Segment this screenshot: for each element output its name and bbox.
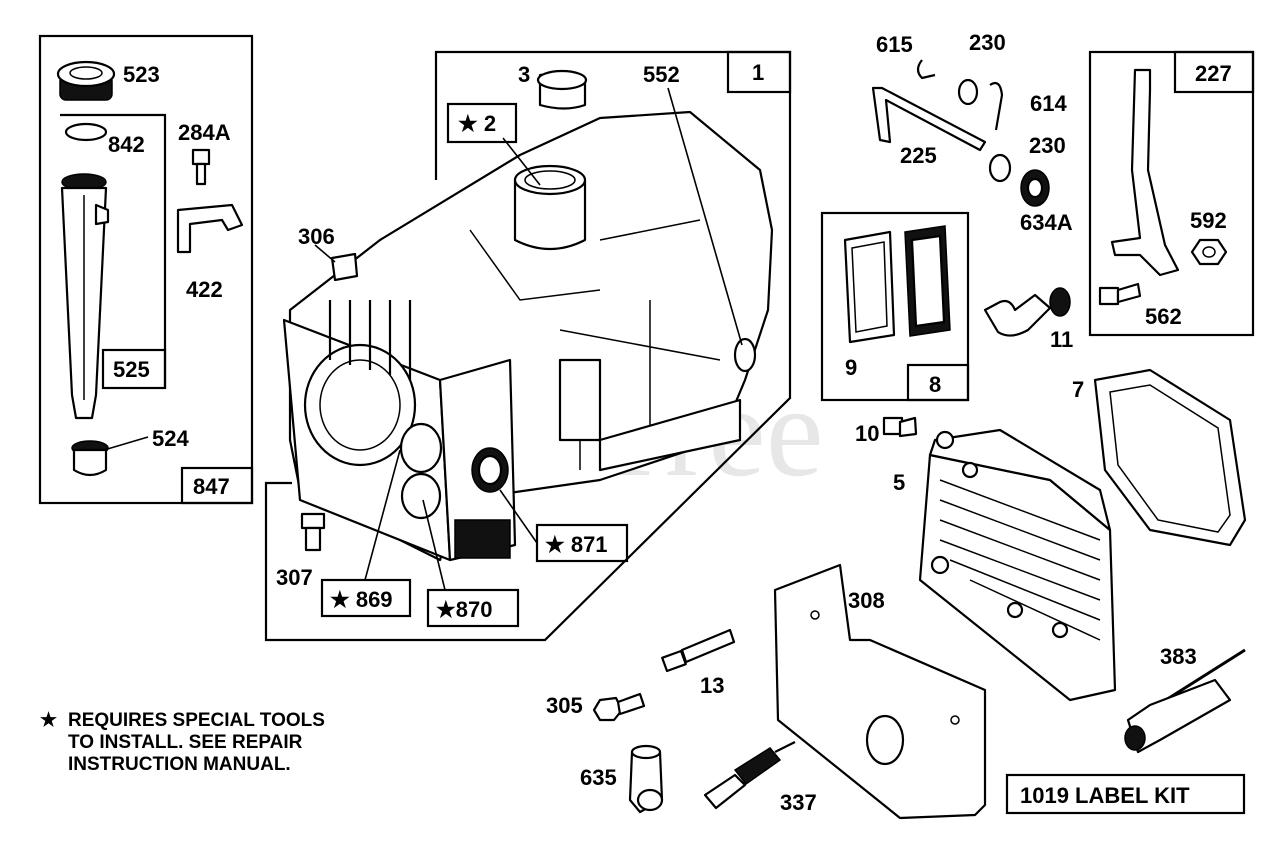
p870-box [426, 588, 520, 628]
cylinder-head-5 [918, 428, 1117, 702]
callout-523: 523 [123, 62, 160, 87]
tube-11 [983, 293, 1052, 337]
callout-9: 9 [845, 355, 857, 380]
shaft-225 [871, 86, 987, 152]
leader-552 [667, 87, 743, 346]
p8-box [906, 363, 970, 402]
lever-group: 227 592 562 [1088, 50, 1255, 337]
callout-592: 592 [1190, 208, 1227, 233]
cylinder-group-frame [264, 50, 792, 642]
callout-524: 524 [152, 426, 189, 451]
note-line-3: INSTRUCTION MANUAL. [68, 754, 291, 775]
leader-870 [422, 499, 446, 591]
callout-306: 306 [298, 224, 335, 249]
bolt-305 [592, 692, 646, 722]
dipstick-tube [60, 173, 110, 420]
dipstick-inner-frame [60, 113, 167, 388]
pin-614 [989, 81, 1004, 131]
p2-box [446, 102, 518, 144]
callout-307: 307 [276, 565, 313, 590]
leader-306 [314, 244, 336, 263]
callout-305: 305 [546, 693, 583, 718]
p869-box [320, 578, 412, 618]
callout-337: 337 [780, 790, 817, 815]
label-kit-text: 1019 LABEL KIT [1020, 783, 1190, 808]
callout-7: 7 [1072, 377, 1084, 402]
leader-869 [364, 449, 401, 581]
callout-869: ★ 869 [330, 587, 393, 612]
callout-847: 847 [193, 474, 230, 499]
callout-422: 422 [186, 277, 223, 302]
callout-5: 5 [893, 470, 905, 495]
note-line-2: TO INSTALL. SEE REPAIR [68, 732, 303, 753]
callout-3: 3 [518, 62, 530, 87]
special-tools-note: ★ REQUIRES SPECIAL TOOLS TO INSTALL. SEE… [40, 710, 420, 776]
callout-635: 635 [580, 765, 617, 790]
callout-552: 552 [643, 62, 680, 87]
tube-grommet [71, 440, 109, 477]
callout-10: 10 [855, 421, 879, 446]
callout-13: 13 [700, 673, 724, 698]
clip-615 [916, 59, 936, 80]
small-parts: 13 305 635 337 383 [546, 628, 1246, 815]
callout-2: ★ 2 [458, 111, 496, 136]
bolt-10 [882, 416, 918, 438]
p847-box [180, 466, 254, 505]
nut-592 [1190, 238, 1228, 266]
p1-box [726, 50, 792, 94]
bolt-307 [300, 512, 326, 552]
p227-box [1173, 50, 1255, 94]
governor-linkage: 615 230 614 225 230 634A [871, 30, 1073, 235]
head-gasket-7 [1093, 368, 1247, 547]
shield-group: 308 [773, 563, 987, 820]
cylinder-block [282, 69, 774, 562]
callout-11: 11 [1050, 327, 1073, 352]
governor-lever [1110, 68, 1180, 277]
gasket-9 [843, 230, 896, 344]
part-306 [330, 252, 359, 282]
cylinder-group: 3 552 1 ★ 2 306 ★ 871 ★ 869 ★870 307 [264, 50, 792, 642]
dipstick-group: 523 842 284A 422 525 524 847 [38, 34, 254, 505]
lever-group-frame [1088, 50, 1255, 337]
note-line-1: REQUIRES SPECIAL TOOLS [68, 710, 325, 731]
leader-2 [502, 137, 541, 186]
callout-230b: 230 [1029, 133, 1066, 158]
bracket-422 [176, 203, 244, 254]
star-icon: ★ [40, 710, 58, 731]
washer-230a [957, 78, 979, 106]
spark-plug-337 [703, 741, 796, 810]
callout-615: 615 [876, 32, 913, 57]
label-kit-box [1005, 773, 1246, 815]
bolt-562 [1098, 282, 1142, 306]
callout-525: 525 [113, 357, 150, 382]
rod-383 [1124, 648, 1246, 754]
callout-225: 225 [900, 143, 937, 168]
o-ring [64, 122, 108, 142]
callout-871: ★ 871 [545, 532, 608, 557]
breather-group: 9 8 11 [820, 211, 1073, 402]
callout-614: 614 [1030, 91, 1067, 116]
washer-230b [988, 153, 1012, 183]
callout-383: 383 [1160, 644, 1197, 669]
head-group: 7 10 5 [855, 368, 1247, 702]
bolt-284a [191, 148, 211, 186]
callout-230a: 230 [969, 30, 1006, 55]
callout-870: ★870 [436, 597, 492, 622]
leader-871 [499, 489, 538, 544]
stud-13 [661, 628, 736, 673]
dipstick-cap [56, 60, 116, 101]
callout-842: 842 [108, 132, 145, 157]
callout-284a: 284A [178, 120, 231, 145]
p525-box [101, 348, 167, 390]
dipstick-group-frame [38, 34, 254, 505]
callout-8: 8 [929, 372, 941, 397]
callout-308: 308 [848, 588, 885, 613]
callout-1: 1 [752, 60, 764, 85]
callout-562: 562 [1145, 304, 1182, 329]
callout-227: 227 [1195, 61, 1232, 86]
elbow-635 [628, 744, 664, 814]
callout-634a: 634A [1020, 210, 1073, 235]
breather-group-frame [820, 211, 970, 402]
